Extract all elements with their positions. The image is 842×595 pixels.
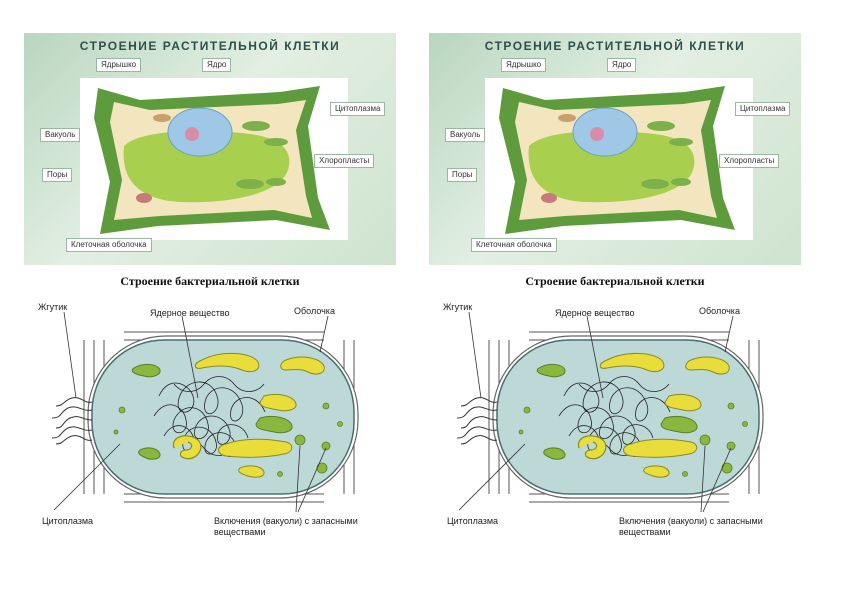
plant-cell-drawing xyxy=(94,86,330,234)
plant-cell-illustration xyxy=(80,78,348,240)
label-cell-wall: Клеточная оболочка xyxy=(471,238,557,252)
label-inclusions: Включения (вакуоли) с запасными вещества… xyxy=(619,516,763,538)
bacteria-title-left: Строение бактериальной клетки xyxy=(120,274,300,288)
label-nucleolus: Ядрышко xyxy=(96,58,142,72)
label-cytoplasm: Цитоплазма xyxy=(447,516,499,526)
label-inclusions-line2: веществами xyxy=(214,527,266,537)
label-cell-wall: Клеточная оболочка xyxy=(66,238,152,252)
label-inclusions-line1: Включения (вакуоли) с запасными xyxy=(214,516,358,526)
label-nuclear-substance: Ядерное вещество xyxy=(555,308,635,318)
label-vacuole: Вакуоль xyxy=(40,128,81,142)
label-nucleus: Ядро xyxy=(202,58,232,72)
label-flagellum: Жгутик xyxy=(443,302,473,312)
plant-cell-panel-right: СТРОЕНИЕ РАСТИТЕЛЬНОЙ КЛЕТКИ Ядрышко Ядр… xyxy=(429,33,801,265)
label-inclusions: Включения (вакуоли) с запасными вещества… xyxy=(214,516,358,538)
label-membrane: Оболочка xyxy=(294,306,335,316)
label-cytoplasm: Цитоплазма xyxy=(42,516,94,526)
plant-panel-title: СТРОЕНИЕ РАСТИТЕЛЬНОЙ КЛЕТКИ xyxy=(484,39,746,53)
plant-cell-drawing xyxy=(499,86,735,234)
label-membrane: Оболочка xyxy=(699,306,740,316)
label-nuclear-substance: Ядерное вещество xyxy=(150,308,230,318)
bacteria-cell-drawing xyxy=(456,311,764,513)
label-inclusions-line2: веществами xyxy=(619,527,671,537)
label-nucleolus: Ядрышко xyxy=(501,58,547,72)
label-cytoplasm: Цитоплазма xyxy=(330,102,386,116)
bacteria-cell-diagram-left: Жгутик Ядерное вещество Оболочка Цитопла… xyxy=(24,298,424,548)
label-chloroplasts: Хлоропласты xyxy=(719,154,780,168)
label-inclusions-line1: Включения (вакуоли) с запасными xyxy=(619,516,763,526)
label-pores: Поры xyxy=(42,168,73,182)
label-pores: Поры xyxy=(447,168,478,182)
label-flagellum: Жгутик xyxy=(38,302,68,312)
bacteria-cell-diagram-right: Жгутик Ядерное вещество Оболочка Цитопла… xyxy=(429,298,829,548)
plant-cell-illustration xyxy=(485,78,753,240)
bacteria-cell-drawing xyxy=(51,311,359,513)
label-cytoplasm: Цитоплазма xyxy=(735,102,791,116)
plant-cell-panel-left: СТРОЕНИЕ РАСТИТЕЛЬНОЙ КЛЕТКИ Ядрышко Ядр… xyxy=(24,33,396,265)
bacteria-title-right: Строение бактериальной клетки xyxy=(525,274,705,288)
plant-panel-title: СТРОЕНИЕ РАСТИТЕЛЬНОЙ КЛЕТКИ xyxy=(79,39,341,53)
label-nucleus: Ядро xyxy=(607,58,637,72)
label-chloroplasts: Хлоропласты xyxy=(314,154,375,168)
label-vacuole: Вакуоль xyxy=(445,128,486,142)
